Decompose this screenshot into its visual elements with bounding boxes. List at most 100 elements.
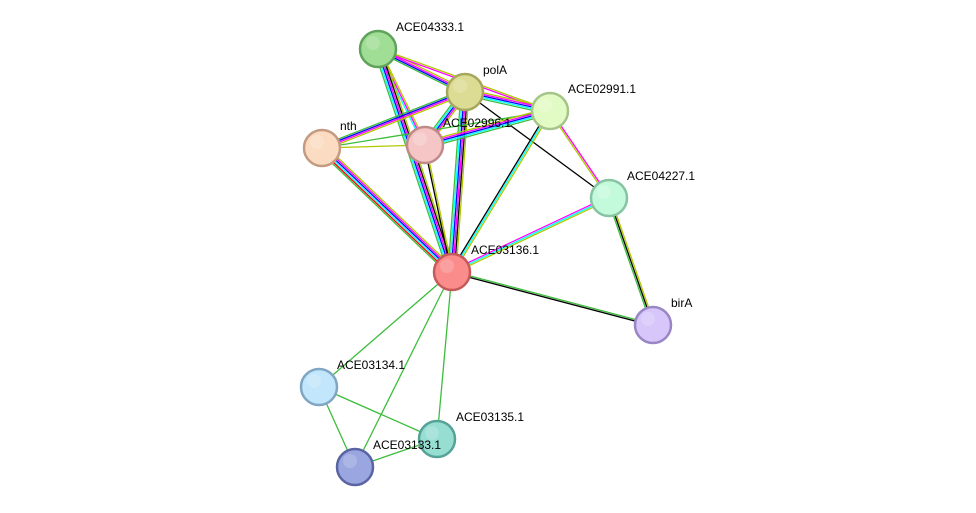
edge-evidence-line [451, 272, 653, 327]
node-circle[interactable] [302, 128, 342, 168]
edge-pola-ace03136-1[interactable] [447, 91, 470, 273]
edge-evidence-line [451, 195, 609, 272]
edge-evidence-line [608, 197, 654, 326]
edge-evidence-line [322, 92, 466, 150]
edge-ace02996-1-ace03136-1[interactable] [423, 144, 454, 273]
node-highlight [343, 454, 357, 468]
edge-evidence-line [321, 90, 465, 148]
edge-ace02991-1-ace03136-1[interactable] [450, 109, 552, 274]
node-circle[interactable] [299, 367, 339, 407]
edge-ace03136-1-ace03135-1[interactable] [436, 271, 453, 440]
edge-evidence-line [448, 91, 464, 272]
node-label: ACE03133.1 [373, 438, 441, 452]
edge-evidence-line [450, 109, 550, 272]
edge-evidence-line [320, 89, 465, 147]
edge-evidence-line [322, 146, 454, 272]
edge-evidence-line [323, 145, 455, 271]
edge-evidence-line [451, 197, 610, 273]
edge-ace02996-1-ace02991-1[interactable] [423, 107, 552, 149]
edge-evidence-line [318, 150, 450, 276]
node-label: ACE03134.1 [337, 358, 405, 372]
node-circle[interactable] [405, 125, 445, 165]
node-highlight [453, 79, 467, 93]
node-highlight [538, 98, 552, 112]
node-circle[interactable] [530, 91, 570, 131]
node-pola[interactable]: polA [445, 63, 507, 112]
edge-evidence-line [436, 271, 453, 440]
node-highlight [440, 259, 454, 273]
node-ace03133-1[interactable]: ACE03133.1 [335, 438, 441, 487]
node-circle[interactable] [445, 72, 485, 112]
node-label: polA [483, 63, 507, 77]
node-circle[interactable] [358, 29, 398, 69]
node-label: ACE02996.1 [443, 116, 511, 130]
edge-evidence-line [450, 91, 465, 272]
node-circle[interactable] [589, 178, 629, 218]
edge-evidence-line [318, 271, 453, 388]
edge-evidence-line [423, 145, 452, 273]
edge-evidence-line [425, 111, 551, 148]
edge-ace03136-1-bira[interactable] [451, 270, 654, 327]
edge-evidence-line [455, 92, 470, 273]
node-label: ACE04227.1 [627, 169, 695, 183]
node-circle[interactable] [633, 305, 673, 345]
edge-evidence-line [324, 144, 456, 270]
node-circle[interactable] [335, 447, 375, 487]
edge-evidence-line [451, 110, 551, 273]
edge-evidence-line [320, 148, 452, 274]
node-highlight [597, 185, 611, 199]
edge-ace03136-1-ace03134-1[interactable] [318, 271, 453, 388]
edge-evidence-line [464, 91, 610, 199]
node-ace02991-1[interactable]: ACE02991.1 [530, 82, 636, 131]
node-label: birA [671, 296, 692, 310]
edge-evidence-line [318, 386, 438, 440]
node-label: ACE04333.1 [396, 20, 464, 34]
edge-evidence-line [322, 93, 467, 151]
node-highlight [413, 132, 427, 146]
node-ace04333-1[interactable]: ACE04333.1 [358, 20, 464, 69]
node-highlight [425, 426, 439, 440]
node-label: ACE02991.1 [568, 82, 636, 96]
edge-ace04227-1-bira[interactable] [606, 197, 656, 326]
edge-evidence-line [375, 49, 451, 273]
edge-evidence-line [425, 144, 454, 272]
node-ace04227-1[interactable]: ACE04227.1 [589, 169, 695, 218]
node-label: ACE03136.1 [471, 243, 539, 257]
edge-ace03136-1-ace03133-1[interactable] [354, 271, 453, 468]
node-circle[interactable] [417, 419, 457, 459]
edge-evidence-line [424, 110, 551, 146]
edge-ace04227-1-ace03136-1[interactable] [451, 195, 610, 275]
edge-nth-ace03136-1[interactable] [318, 144, 456, 276]
node-label: nth [340, 119, 357, 133]
node-nth[interactable]: nth [302, 119, 357, 168]
edge-pola-ace04227-1[interactable] [464, 91, 610, 199]
node-ace03136-1[interactable]: ACE03136.1 [432, 243, 539, 292]
edge-ace03134-1-ace03135-1[interactable] [318, 386, 438, 440]
node-ace02996-1[interactable]: ACE02996.1 [405, 116, 511, 165]
edge-evidence-line [423, 107, 550, 143]
edge-evidence-line [452, 270, 654, 325]
node-highlight [366, 36, 380, 50]
edge-evidence-line [452, 198, 610, 275]
edge-evidence-line [606, 198, 653, 326]
node-bira[interactable]: birA [633, 296, 692, 345]
edge-evidence-line [609, 197, 656, 325]
edge-evidence-line [319, 149, 451, 275]
edge-evidence-line [453, 92, 469, 273]
node-highlight [307, 374, 321, 388]
node-circle[interactable] [432, 252, 472, 292]
edge-evidence-line [373, 50, 449, 274]
node-ace03134-1[interactable]: ACE03134.1 [299, 358, 405, 407]
nodes-layer: ACE04333.1 polA ACE02991.1 nth ACE02996.1ACE… [299, 20, 695, 487]
edge-evidence-line [452, 111, 552, 274]
node-highlight [641, 312, 655, 326]
node-highlight [310, 135, 324, 149]
edge-pola-nth[interactable] [320, 89, 467, 151]
node-ace03135-1[interactable]: ACE03135.1 [417, 410, 524, 459]
edge-evidence-line [424, 108, 550, 145]
edge-evidence-line [447, 91, 462, 272]
edge-evidence-line [452, 92, 467, 273]
node-label: ACE03135.1 [456, 410, 524, 424]
edge-evidence-line [354, 271, 453, 468]
